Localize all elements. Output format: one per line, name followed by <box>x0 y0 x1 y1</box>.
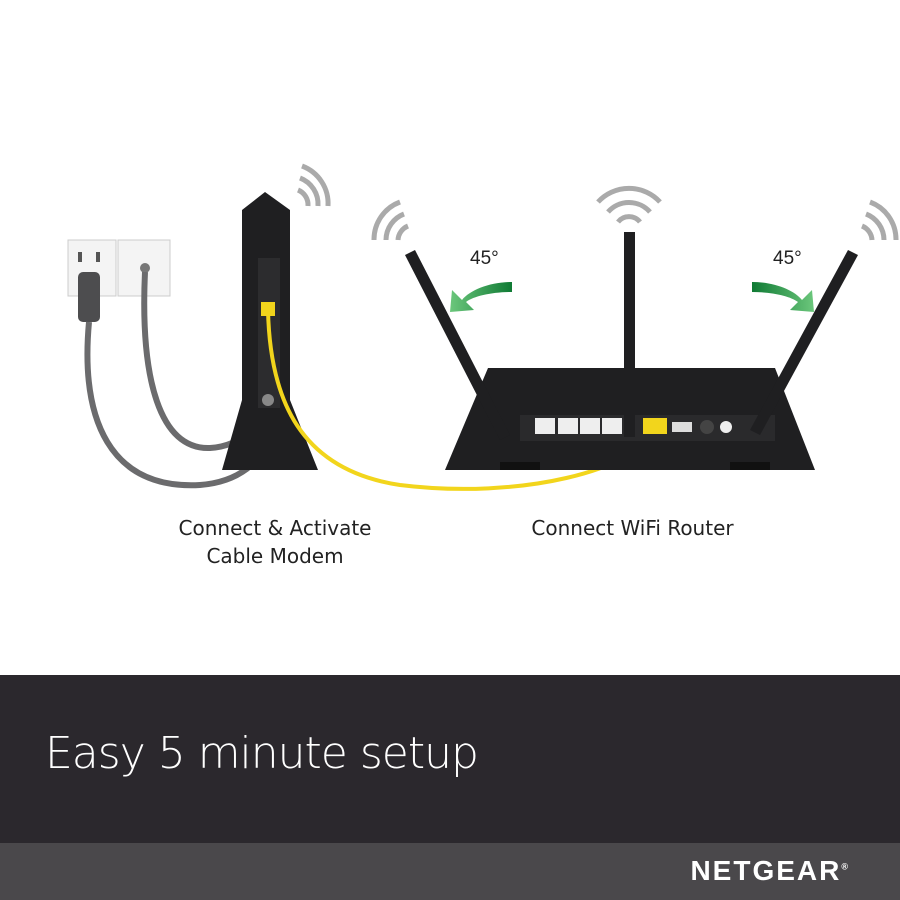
step-modem-caption: Connect & Activate Cable Modem <box>150 514 400 570</box>
brand-logo: NETGEAR® <box>690 855 848 887</box>
rotate-arrow-icon <box>450 282 512 312</box>
angle-label-left: 45° <box>470 248 499 269</box>
step-modem-line2: Cable Modem <box>206 544 344 568</box>
registered-mark: ® <box>841 861 848 872</box>
router-antennas <box>405 232 858 440</box>
tagline-band: Easy 5 minute setup <box>0 675 900 843</box>
step-router-caption: Connect WiFi Router <box>531 516 734 540</box>
step-modem-line1: Connect & Activate <box>178 516 372 540</box>
power-outlet-icon <box>67 239 117 322</box>
setup-illustration <box>67 163 899 491</box>
rotate-arrow-icon <box>752 282 814 312</box>
angle-label-right: 45° <box>773 248 802 269</box>
tagline: Easy 5 minute setup <box>45 728 479 779</box>
wifi-signal-icon <box>371 185 899 241</box>
brand-name: NETGEAR <box>690 855 842 886</box>
wifi-signal-icon <box>296 163 331 207</box>
footer-bar: NETGEAR® <box>0 843 900 900</box>
